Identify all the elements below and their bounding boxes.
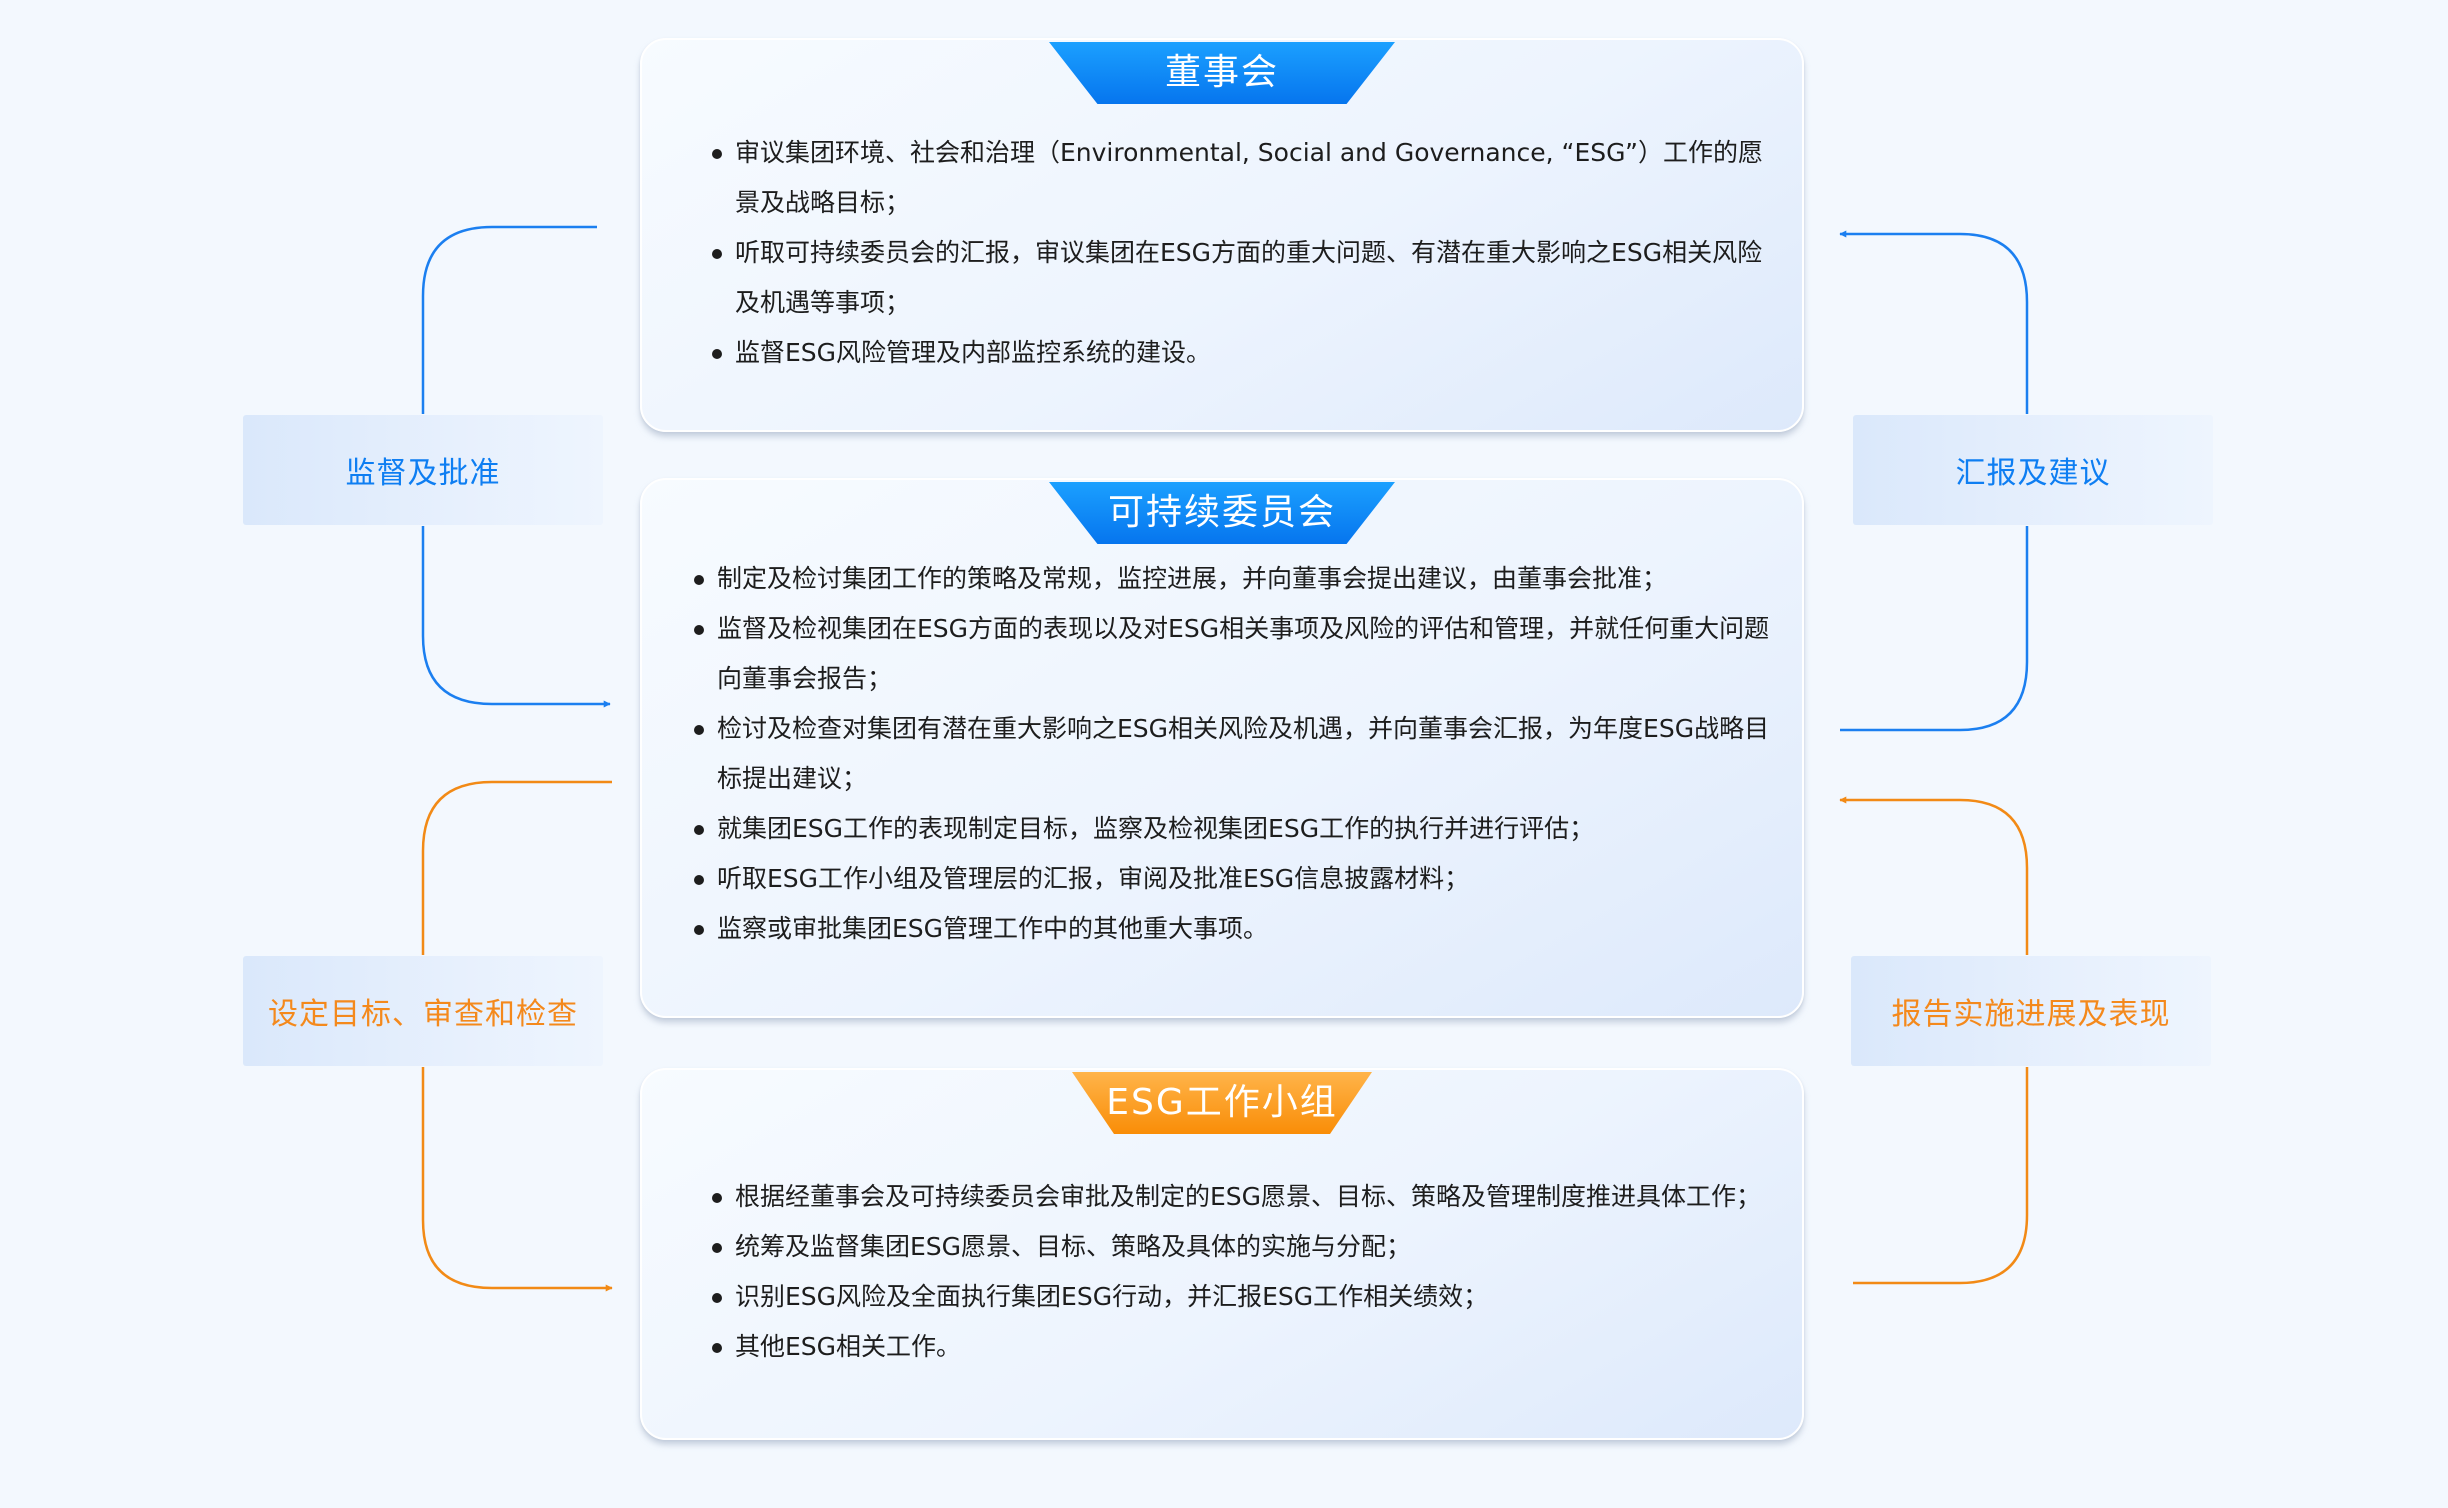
committee-item-list: 制定及检讨集团工作的策略及常规，监控进展，并向董事会提出建议，由董事会批准； 监…: [694, 554, 1784, 954]
board-item-list: 审议集团环境、社会和治理（Environmental, Social and G…: [712, 128, 1772, 378]
list-item: 其他ESG相关工作。: [712, 1322, 1772, 1372]
workgroup-item-list: 根据经董事会及可持续委员会审批及制定的ESG愿景、目标、策略及管理制度推进具体工…: [712, 1172, 1772, 1372]
target-connector: [421, 780, 612, 1288]
list-item: 听取可持续委员会的汇报，审议集团在ESG方面的重大问题、有潜在重大影响之ESG相…: [712, 228, 1772, 328]
committee-title: 可持续委员会: [1049, 482, 1395, 544]
supervise-connector: [421, 225, 610, 704]
list-item: 识别ESG风险及全面执行集团ESG行动，并汇报ESG工作相关绩效；: [712, 1272, 1772, 1322]
list-item: 统筹及监督集团ESG愿景、目标、策略及具体的实施与分配；: [712, 1222, 1772, 1272]
list-item: 审议集团环境、社会和治理（Environmental, Social and G…: [712, 128, 1772, 228]
workgroup-title: ESG工作小组: [1072, 1072, 1372, 1134]
list-item: 听取ESG工作小组及管理层的汇报，审阅及批准ESG信息披露材料；: [694, 854, 1784, 904]
list-item: 监督及检视集团在ESG方面的表现以及对ESG相关事项及风险的评估和管理，并就任何…: [694, 604, 1784, 704]
list-item: 根据经董事会及可持续委员会审批及制定的ESG愿景、目标、策略及管理制度推进具体工…: [712, 1172, 1772, 1222]
list-item: 监督ESG风险管理及内部监控系统的建设。: [712, 328, 1772, 378]
report-progress-label: 报告实施进展及表现: [1851, 956, 2211, 1066]
workgroup-card: ESG工作小组 根据经董事会及可持续委员会审批及制定的ESG愿景、目标、策略及管…: [640, 1068, 1804, 1440]
list-item: 就集团ESG工作的表现制定目标，监察及检视集团ESG工作的执行并进行评估；: [694, 804, 1784, 854]
list-item: 检讨及检查对集团有潜在重大影响之ESG相关风险及机遇，并向董事会汇报，为年度ES…: [694, 704, 1784, 804]
report-advise-label: 汇报及建议: [1853, 415, 2213, 525]
set-targets-label: 设定目标、审查和检查: [243, 956, 603, 1066]
list-item: 监察或审批集团ESG管理工作中的其他重大事项。: [694, 904, 1784, 954]
board-title: 董事会: [1049, 42, 1395, 104]
supervise-approve-label: 监督及批准: [243, 415, 603, 525]
report-connector: [1840, 234, 2029, 732]
committee-card: 可持续委员会 制定及检讨集团工作的策略及常规，监控进展，并向董事会提出建议，由董…: [640, 478, 1804, 1018]
board-card: 董事会 审议集团环境、社会和治理（Environmental, Social a…: [640, 38, 1804, 432]
progress-connector: [1840, 800, 2029, 1285]
list-item: 制定及检讨集团工作的策略及常规，监控进展，并向董事会提出建议，由董事会批准；: [694, 554, 1784, 604]
